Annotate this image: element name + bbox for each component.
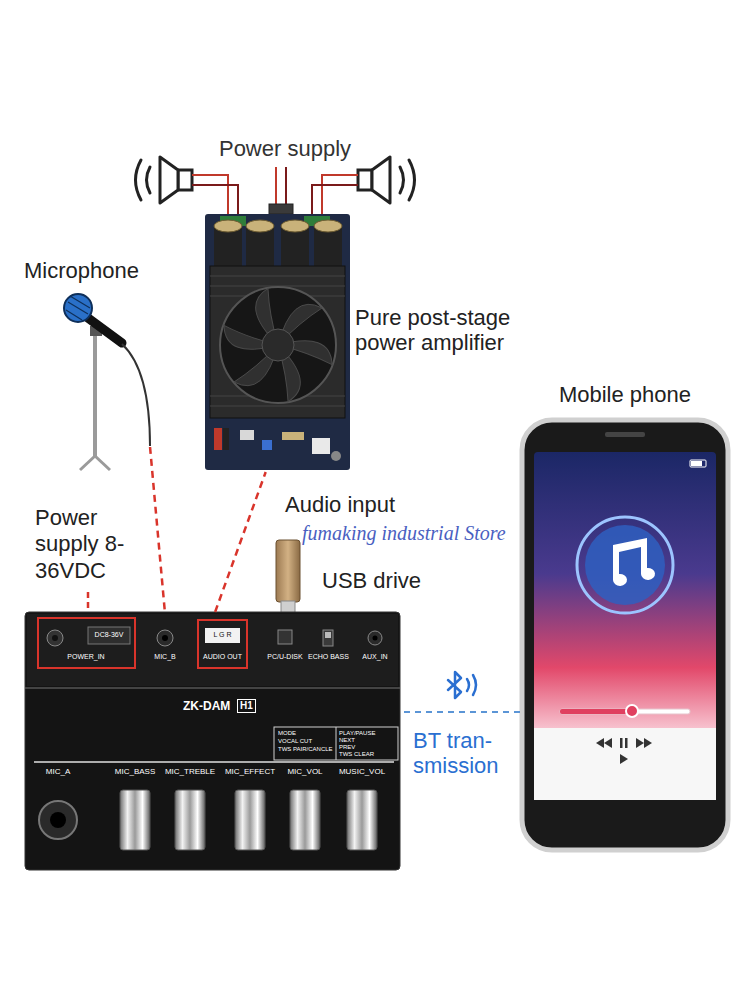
mode-label: PREV — [339, 744, 355, 750]
dashed-connector — [400, 711, 520, 713]
microphone-node: Microphone — [20, 255, 178, 447]
control-board — [25, 612, 400, 870]
port-label: POWER_IN — [56, 653, 116, 661]
port-label: AUDIO OUT — [200, 653, 245, 661]
model-badge: H1 — [237, 699, 256, 713]
control-label: MIC_TREBLE — [160, 767, 220, 776]
phone-illustration — [522, 420, 728, 850]
control-label: MIC_VOL — [275, 767, 335, 776]
watermark: fumaking industrial Store — [302, 522, 506, 545]
control-label: MUSIC_VOL — [332, 767, 392, 776]
usb-label: USB drive — [322, 568, 421, 593]
control-label: MIC_EFFECT — [220, 767, 280, 776]
model-name: ZK-DAM — [183, 700, 230, 714]
mode-label: TWS CLEAR — [339, 751, 374, 757]
mode-label: TWS PAIR/CANCLE — [278, 746, 333, 752]
port-label: DC8-36V — [88, 631, 130, 639]
bluetooth-icon — [448, 672, 476, 698]
dashed-connector — [150, 447, 165, 612]
edge-label: BT tran- smission — [413, 728, 518, 779]
amplifier-node: Pure post-stage power amplifier — [200, 205, 559, 472]
phone-label: Mobile phone — [520, 382, 730, 407]
mode-label: VOCAL CUT — [278, 738, 312, 744]
power-label: Power supply — [200, 136, 370, 161]
control-label: MIC_BASS — [105, 767, 165, 776]
speaker-icon — [358, 157, 415, 203]
port-label: MIC_B — [145, 653, 185, 661]
edge-label: Audio input — [285, 492, 395, 517]
mode-label: PLAY/PAUSE — [339, 730, 375, 736]
amplifier-board — [205, 214, 350, 470]
port-label: PC/U-DISK — [262, 653, 308, 661]
amplifier-label: Pure post-stage power amplifier — [355, 305, 555, 356]
power-input-label: Power supply 8-36VDC — [35, 505, 150, 584]
phone-node: Mobile phone — [520, 378, 734, 850]
usb-drive — [276, 540, 300, 621]
switch-label: ECHO BASS — [308, 653, 348, 661]
mode-label: NEXT — [339, 737, 355, 743]
microphone-label: Microphone — [24, 258, 174, 283]
microphone-icon — [64, 294, 150, 470]
port-label: AUX_IN — [355, 653, 395, 661]
dashed-connector — [215, 472, 266, 612]
speaker-icon — [136, 157, 193, 203]
pin-label: L G R — [205, 631, 240, 639]
mode-label: MODE — [278, 730, 296, 736]
control-label: MIC_A — [28, 767, 88, 776]
